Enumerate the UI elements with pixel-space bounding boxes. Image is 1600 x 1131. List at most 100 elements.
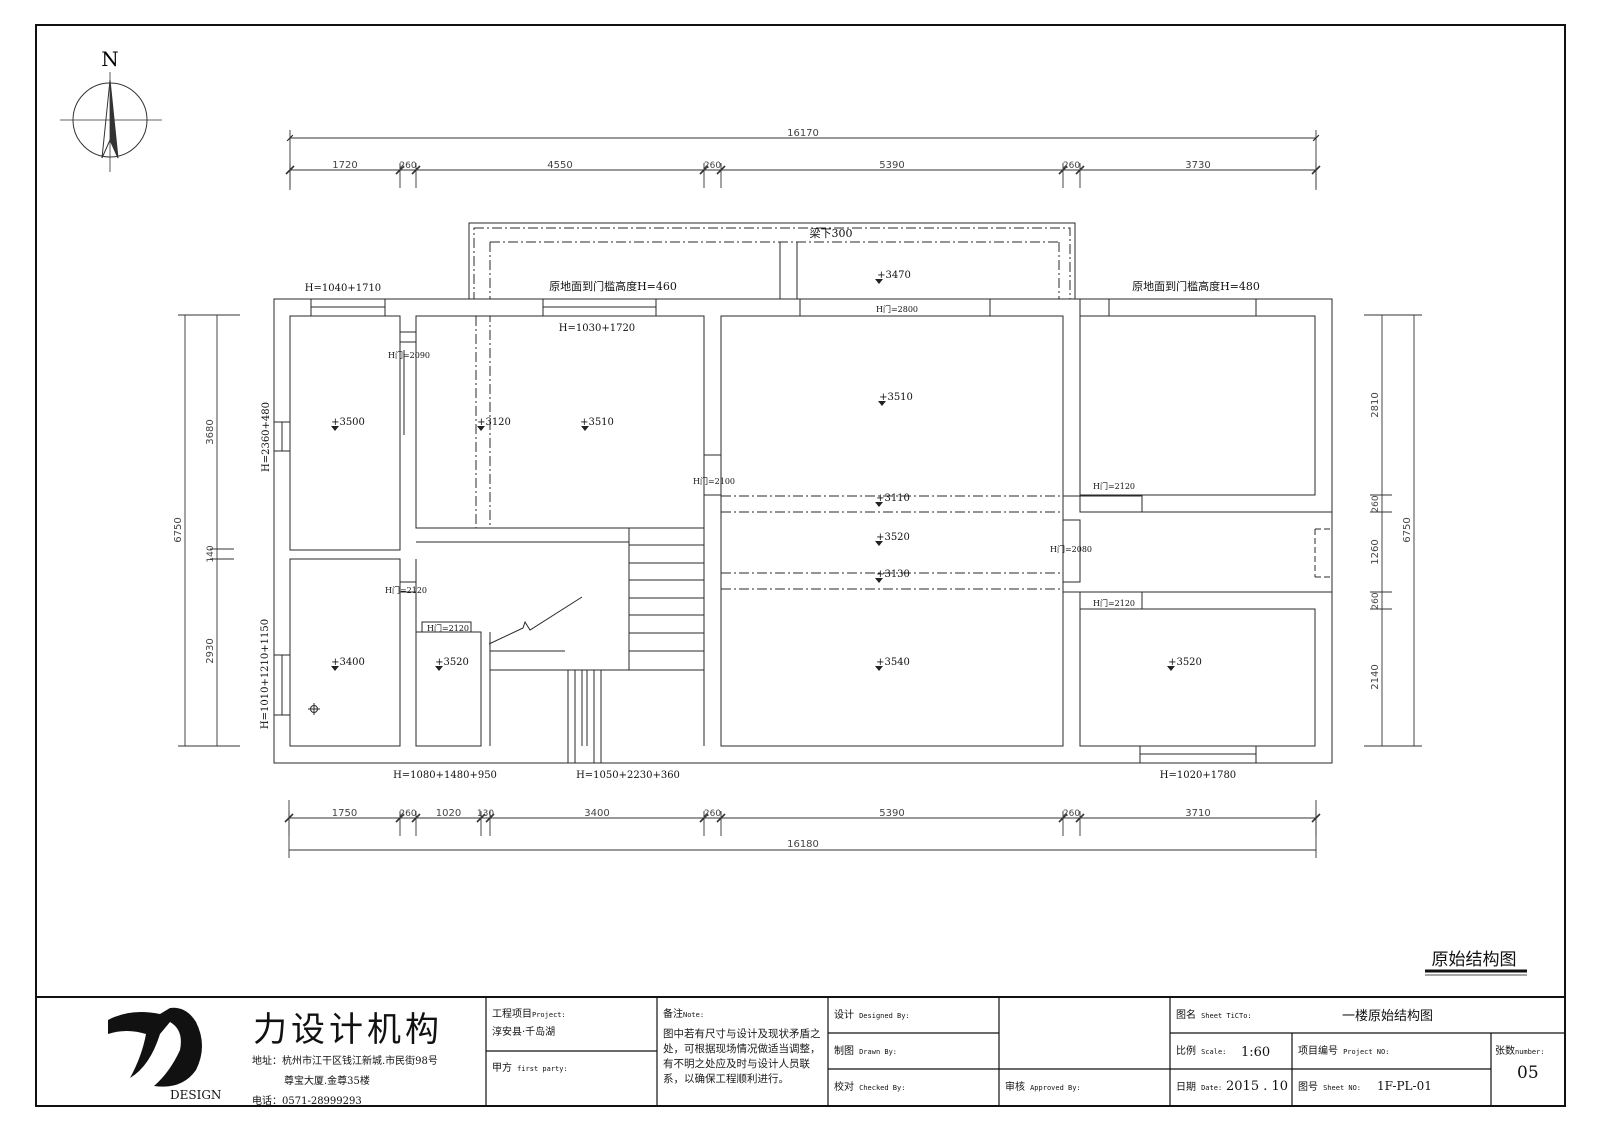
north-label: N [101, 47, 119, 71]
left-dim-2930: 2930 [205, 638, 216, 663]
elev-3520b: +3520 [435, 657, 469, 668]
room-bottom-right [1079, 608, 1316, 747]
right-dim-1260: 1260 [1370, 539, 1381, 564]
bottom-dim-segment-label: 130 [477, 809, 494, 819]
sheet-title-label: 图名 Sheet TiCTo: [1176, 1010, 1252, 1021]
scale-label: 比例 Scale: [1176, 1046, 1227, 1057]
floor-plan [273, 222, 1333, 764]
left-dim-3680: 3680 [205, 419, 216, 444]
elevation-marker-icon [875, 666, 883, 671]
room-center-large [720, 315, 1064, 747]
elev-3120: +3120 [477, 417, 511, 428]
elevation-marker-icon [477, 426, 485, 431]
window-left-lower: H=1010+1210+1150 [260, 619, 271, 729]
room-bottom-left [289, 558, 401, 747]
logo-mark-icon [108, 1007, 202, 1087]
elevation-marker-icon [331, 426, 339, 431]
staircase [488, 527, 705, 746]
sill-left-label: 原地面到门槛高度H=460 [549, 279, 677, 293]
right-dim-overall: 6750 [1402, 517, 1413, 542]
approved-label: 审核 Approved By: [1005, 1082, 1081, 1093]
date-value: 2015 . 10 [1226, 1079, 1289, 1094]
top-dim-overall: 16170 [787, 128, 819, 139]
sheets-label: 张数number: [1495, 1046, 1545, 1057]
elevation-marker-icon [581, 426, 589, 431]
door-2120-wc: H门=2120 [427, 623, 469, 633]
elevation-marker-icon [435, 666, 443, 671]
window-left-upper: H=2360+480 [261, 402, 272, 472]
room-top-left [289, 315, 401, 551]
right-dim-2140: 2140 [1370, 664, 1381, 689]
party-label: 甲方 first party: [492, 1063, 568, 1074]
building-outline [273, 298, 1333, 764]
window-bottom-2: H=1050+2230+360 [576, 770, 680, 781]
company-address-1: 地址：杭州市江干区钱江新城.市民街98号 [252, 1056, 438, 1067]
elevation-marker-icon [878, 401, 886, 406]
bottom-dim-segment-label: 260 [399, 809, 416, 819]
bottom-dim-segment-label: 5390 [879, 808, 904, 819]
scale-value: 1:60 [1241, 1045, 1271, 1060]
company-address-2: 尊宝大厦.金尊35楼 [284, 1076, 370, 1087]
door-2120-left: H门=2120 [385, 585, 427, 595]
company-phone: 电话：0571-28999293 [252, 1096, 362, 1107]
bottom-dimensions [284, 800, 1321, 858]
bottom-dim-segment-label: 1750 [332, 808, 357, 819]
door-2100: H门=2100 [693, 476, 735, 486]
elev-3470: +3470 [877, 270, 911, 281]
right-dim-2810: 2810 [1370, 392, 1381, 417]
door-2080: H门=2080 [1050, 544, 1092, 554]
door-2120-right-top: H门=2120 [1093, 481, 1135, 491]
drawn-label: 制图 Drawn By: [834, 1046, 898, 1057]
note-label: 备注Note: [663, 1009, 705, 1020]
bottom-dim-segment-label: 1020 [436, 808, 461, 819]
bottom-dim-segment-label: 3400 [584, 808, 609, 819]
right-dim-260a: 260 [1371, 495, 1381, 512]
checked-label: 校对 Checked By: [834, 1082, 906, 1093]
left-dimensions [178, 314, 240, 747]
door-2090: H门=2090 [388, 350, 430, 360]
company-name: 力设计机构 [253, 1010, 443, 1050]
elev-3130: +3130 [876, 569, 910, 580]
door-2120-right-bottom: H门=2120 [1093, 598, 1135, 608]
top-dim-segment-label: 260 [704, 161, 721, 171]
title-block-grid [485, 997, 1565, 1106]
project-no-label: 项目编号 Project NO: [1298, 1046, 1390, 1057]
sheet-no-label: 图号 Sheet NO: [1298, 1082, 1362, 1093]
elevation-marker-icon [331, 666, 339, 671]
top-dimensions [285, 130, 1321, 190]
bottom-dim-segment-label: 260 [704, 809, 721, 819]
elev-3520a: +3520 [876, 532, 910, 543]
elev-3110: +3110 [876, 493, 910, 504]
sill-right-label: 原地面到门槛高度H=480 [1132, 279, 1260, 293]
top-dim-segment-label: 3730 [1185, 160, 1210, 171]
elev-3510a: +3510 [580, 417, 614, 428]
bottom-dim-overall: 16180 [787, 839, 819, 850]
window-top-left: H=1040+1710 [305, 283, 381, 294]
beam-label: 梁下300 [810, 226, 853, 240]
elev-3400: +3400 [331, 657, 365, 668]
top-dim-segment-label: 1720 [332, 160, 357, 171]
right-dimensions [1364, 314, 1422, 747]
elevation-marker-icon [875, 541, 883, 546]
top-dim-segment-label: 260 [1063, 161, 1080, 171]
drawing-title: 原始结构图 [1432, 950, 1517, 970]
bottom-dim-segment-label: 260 [1063, 809, 1080, 819]
sheet-no-value: 1F-PL-01 [1377, 1079, 1432, 1093]
left-dim-overall: 6750 [173, 517, 184, 542]
elev-3510b: +3510 [879, 392, 913, 403]
elev-3540: +3540 [876, 657, 910, 668]
room-top-right [1079, 315, 1316, 496]
sheet-title-value: 一楼原始结构图 [1342, 1009, 1434, 1024]
date-label: 日期 Date: [1176, 1082, 1223, 1093]
door-2800: H门=2800 [876, 304, 918, 314]
room-small-wc [415, 631, 482, 747]
room-top-middle [415, 315, 705, 529]
top-dim-segment-label: 5390 [879, 160, 904, 171]
top-dim-segment-label: 4550 [547, 160, 572, 171]
left-dim-140: 140 [206, 545, 216, 562]
project-label: 工程项目Project: [492, 1009, 566, 1020]
window-bottom-3: H=1020+1780 [1160, 770, 1236, 781]
window-bottom-1: H=1080+1480+950 [393, 770, 497, 781]
elevation-marker-icon [875, 502, 883, 507]
